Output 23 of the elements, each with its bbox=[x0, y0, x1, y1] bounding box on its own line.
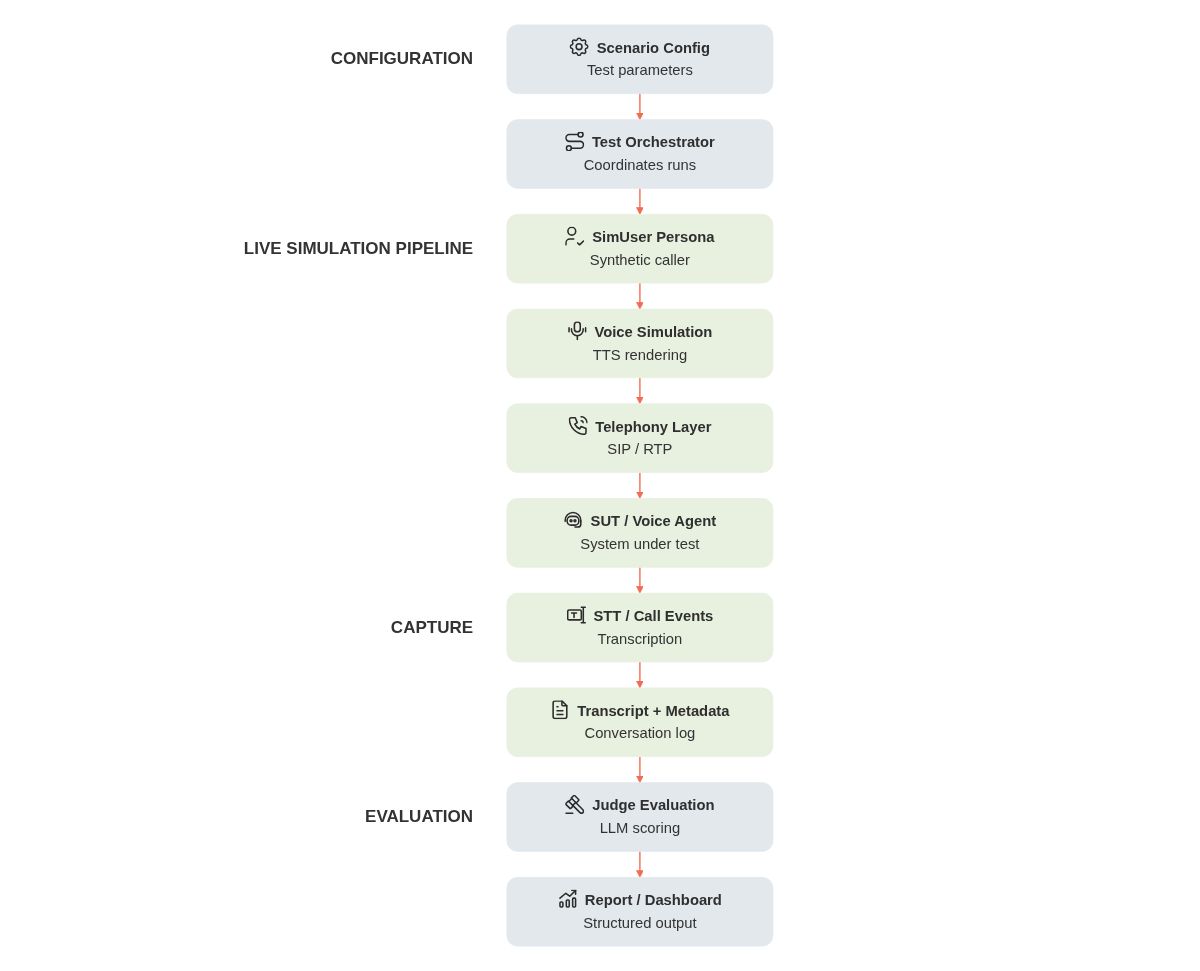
section-heading: CAPTURE bbox=[390, 617, 474, 638]
node-box: Test Orchestrator Coordinates runs bbox=[506, 119, 774, 189]
section-heading: CONFIGURATION bbox=[330, 49, 474, 70]
section-heading: LIVE SIMULATION PIPELINE bbox=[243, 238, 474, 259]
node-box: SUT / Voice Agent System under test bbox=[506, 498, 774, 568]
arrow bbox=[636, 187, 644, 215]
arrow bbox=[636, 755, 644, 783]
node-box: STT / Call Events Transcription bbox=[506, 592, 774, 663]
node-box: Scenario Config Test parameters bbox=[506, 24, 774, 95]
arrow bbox=[636, 377, 644, 405]
section-heading: EVALUATION bbox=[365, 807, 474, 827]
arrow bbox=[636, 850, 644, 878]
arrow bbox=[636, 661, 644, 689]
arrow bbox=[636, 92, 644, 121]
node-box: Voice Simulation TTS rendering bbox=[506, 308, 774, 379]
node-box: Judge Evaluation LLM scoring bbox=[506, 782, 774, 852]
arrow bbox=[636, 282, 644, 310]
node-box: Telephony Layer SIP / RTP bbox=[506, 403, 774, 473]
arrow bbox=[636, 471, 644, 499]
node-box: Transcript + Metadata Conversation log bbox=[506, 687, 774, 758]
node-box: Report / Dashboard Structured output bbox=[506, 876, 774, 947]
arrow bbox=[636, 566, 644, 594]
node-box: SimUser Persona Synthetic caller bbox=[506, 213, 774, 284]
